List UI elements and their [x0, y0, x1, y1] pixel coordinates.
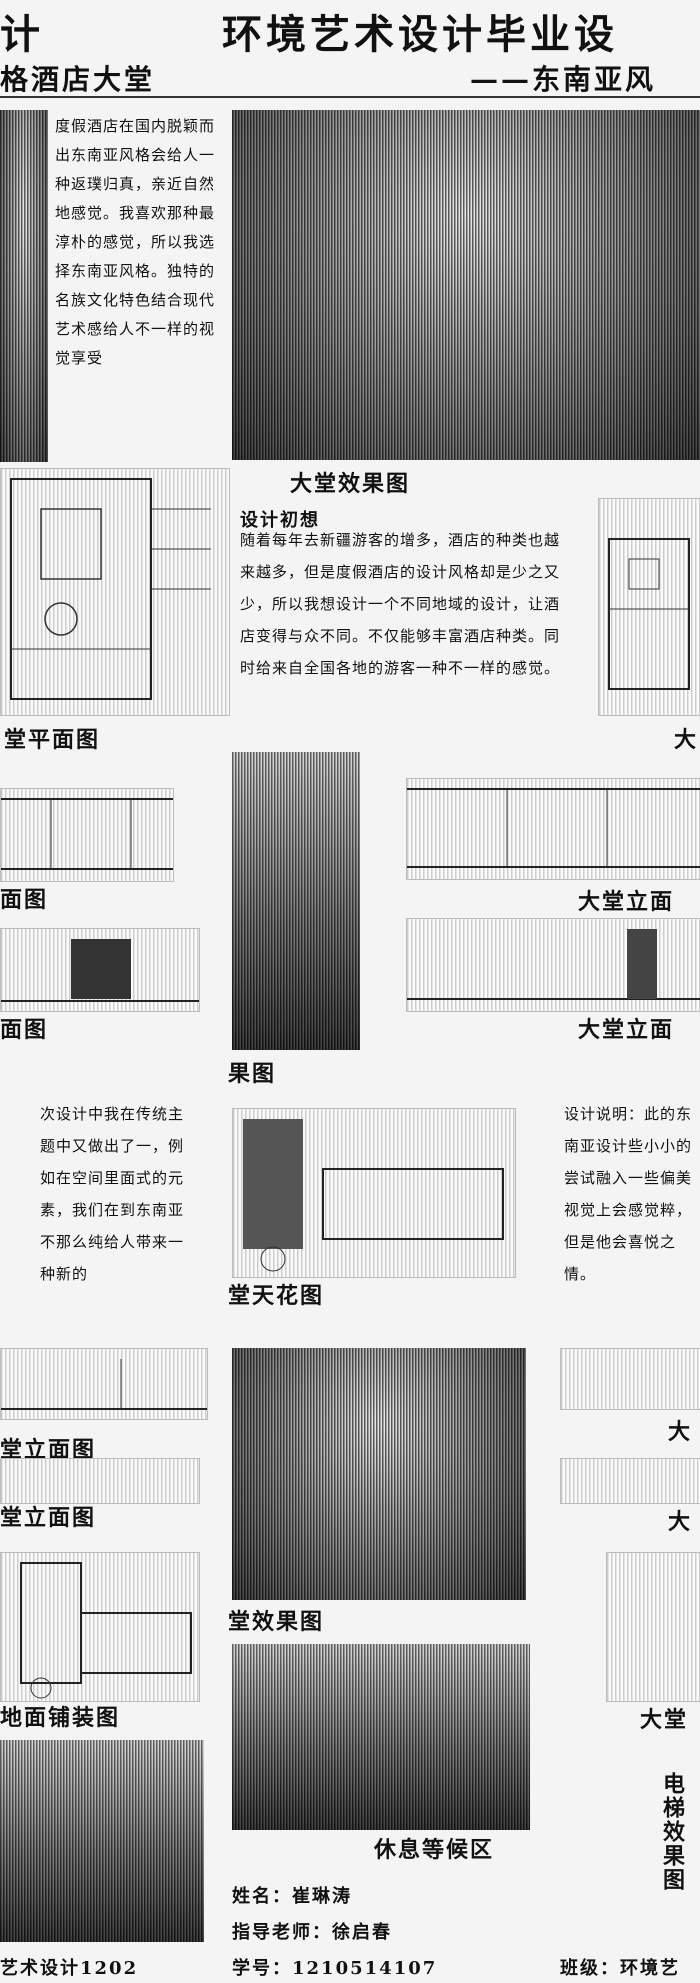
left-description: 次设计中我在传统主题中又做出了一，例如在空间里面式的元素，我们在到东南亚不那么纯…	[40, 1105, 185, 1283]
header-title-left: 计	[0, 11, 44, 58]
header-rule	[0, 96, 700, 98]
lobby-plan-label: 堂平面图	[4, 727, 101, 753]
header-title-main: 环境艺术设计毕业设	[222, 11, 618, 58]
elevation-right-2	[406, 918, 700, 1012]
right-description: 设计说明：此的东南亚设计些小小的尝试融入一些偏美视觉上会感觉粹，但是他会喜悦之情…	[564, 1105, 693, 1283]
elevator-render-label: 电梯效果图	[659, 1772, 685, 1892]
right-floor-label: 大堂	[640, 1707, 689, 1733]
lobby-plan-drawing	[0, 468, 230, 716]
footer-class-right: 班级：环境艺	[560, 1958, 680, 1979]
elevator-hall-photo	[0, 1740, 204, 1942]
elevation-right-1-label: 大堂立面	[578, 889, 675, 915]
footer-student-id: 学号：1210514107	[232, 1958, 438, 1979]
elevation-right-2-label: 大堂立面	[578, 1017, 675, 1043]
intro-text: 度假酒店在国内脱颖而出东南亚风格会给人一种返璞归真，亲近自然地感觉。我喜欢那种最…	[55, 117, 216, 367]
lobby-render-second-label: 堂效果图	[228, 1609, 325, 1635]
elevation-left-2	[0, 928, 200, 1012]
floor-paving-label: 地面铺装图	[0, 1705, 121, 1731]
elevation-left-3	[0, 1348, 208, 1420]
render-cut-label: 果图	[228, 1061, 277, 1087]
corridor-photo	[232, 752, 360, 1050]
elevation-left-4-label: 堂立面图	[0, 1505, 97, 1531]
ceiling-plan-drawing	[232, 1108, 516, 1278]
elevation-right-4	[560, 1458, 700, 1504]
footer-advisor: 指导老师：徐启春	[232, 1922, 392, 1943]
header-subtitle-left: 格酒店大堂	[0, 63, 156, 96]
lobby-photo-left	[0, 110, 48, 462]
right-plan-drawing	[598, 498, 700, 716]
footer-name: 姓名：崔琳涛	[232, 1886, 352, 1907]
ceiling-plan-label: 堂天花图	[228, 1283, 325, 1309]
lobby-render-second	[232, 1348, 526, 1600]
elevation-left-1	[0, 788, 174, 882]
elevation-left-1-label: 面图	[0, 887, 49, 913]
design-idea-text: 随着每年去新疆游客的增多，酒店的种类也越来越多，但是度假酒店的设计风格却是少之又…	[240, 531, 561, 677]
elevation-right-3	[560, 1348, 700, 1410]
right-floor-drawing	[606, 1552, 700, 1702]
floor-paving-drawing	[0, 1552, 200, 1702]
design-idea-title: 设计初想	[240, 510, 320, 531]
footer-class-left: 艺术设计1202	[0, 1958, 139, 1979]
lobby-render-label: 大堂效果图	[290, 471, 411, 497]
elevation-right-1	[406, 778, 700, 880]
lobby-render-main	[232, 110, 700, 460]
right-plan-label: 大	[674, 727, 699, 753]
rest-area-photo	[232, 1644, 530, 1830]
rest-area-label: 休息等候区	[374, 1837, 495, 1863]
elevation-right-3-label: 大	[668, 1419, 693, 1445]
elevation-left-4	[0, 1458, 200, 1504]
elevation-right-4-label: 大	[668, 1509, 693, 1535]
elevation-left-2-label: 面图	[0, 1017, 49, 1043]
header-subtitle-right: ——东南亚风	[470, 63, 657, 96]
